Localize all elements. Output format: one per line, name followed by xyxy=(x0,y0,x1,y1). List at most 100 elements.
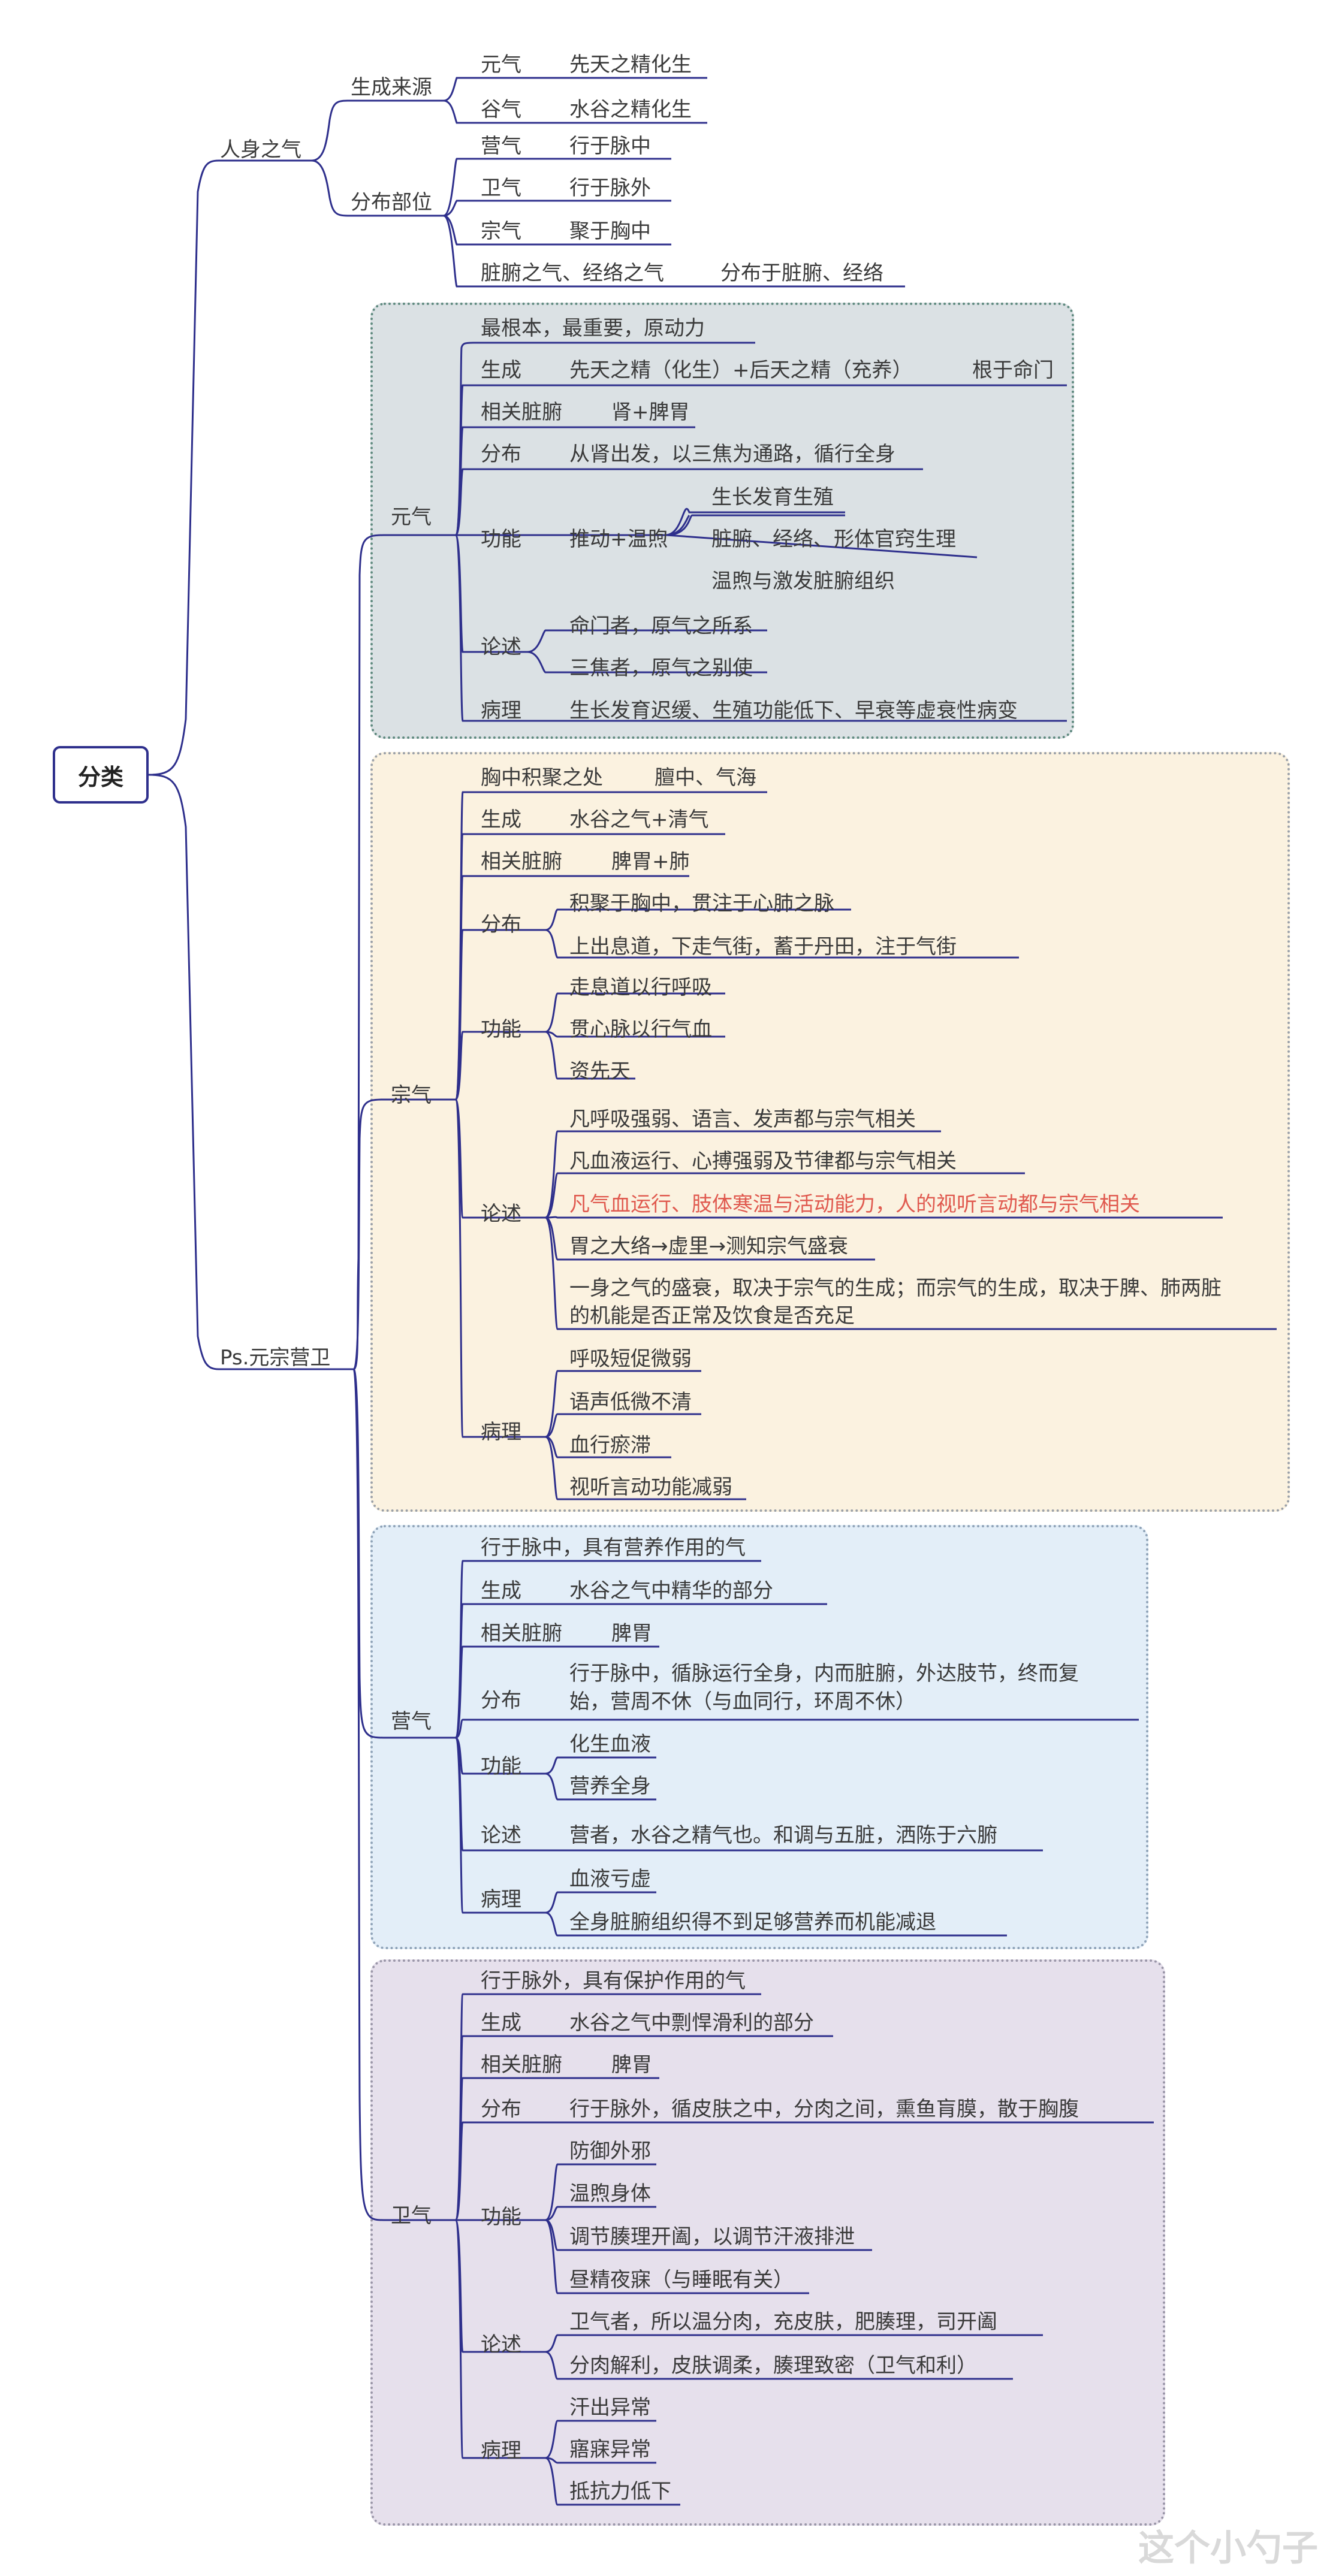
zongqi-gn-item: 资先天 xyxy=(569,1059,631,1083)
weiqi-bl-item: 抵抗力低下 xyxy=(569,2480,671,2503)
zongqi-bl-item: 呼吸短促微弱 xyxy=(569,1347,692,1371)
yuanqi-xg-key: 相关脏腑 xyxy=(481,400,562,424)
yingqi-node: 营气 xyxy=(391,1710,432,1734)
yuanqi-ls-key: 论述 xyxy=(481,635,521,659)
zongqi-ls-item: 凡血液运行、心搏强弱及节律都与宗气相关 xyxy=(569,1149,957,1173)
zongqi-sc-val: 水谷之气+清气 xyxy=(569,808,709,832)
yingqi-ls-key: 论述 xyxy=(481,1823,521,1847)
weiqi-gn-item: 温煦身体 xyxy=(569,2182,651,2206)
yuanqi-section xyxy=(370,303,1074,739)
yingqi-ls-val: 营者，水谷之精气也。和调与五脏，洒陈于六腑 xyxy=(569,1823,997,1847)
zongqi-gn-item: 走息道以行呼吸 xyxy=(569,976,712,999)
yingqi-fb-key: 分布 xyxy=(481,1689,521,1713)
zongqi-bl-item: 视听言动功能减弱 xyxy=(569,1475,732,1499)
yuanqi-gn-item: 生长发育生殖 xyxy=(711,485,834,509)
source-guqi-val: 水谷之精化生 xyxy=(569,98,692,122)
yingqi-sc-key: 生成 xyxy=(481,1579,521,1603)
yuanqi-fb-val: 从肾出发，以三焦为通路，循行全身 xyxy=(569,442,895,466)
zongqi-ls-item: 凡呼吸强弱、语言、发声都与宗气相关 xyxy=(569,1107,916,1131)
yingqi-bl-key: 病理 xyxy=(481,1888,521,1911)
yuanqi-sc-val: 先天之精（化生）+后天之精（充养） xyxy=(569,358,913,382)
weiqi-ls-item: 卫气者，所以温分肉，充皮肤，肥腠理，司开阖 xyxy=(569,2310,997,2334)
weiqi-ls-item: 分肉解利，皮肤调柔，腠理致密（卫气和利） xyxy=(569,2354,977,2378)
weiqi-ls-key: 论述 xyxy=(481,2333,521,2357)
yuanqi-fb-key: 分布 xyxy=(481,442,521,466)
yuanqi-xg-val: 肾+脾胃 xyxy=(611,400,690,424)
dist-zongqi-key: 宗气 xyxy=(481,219,521,243)
watermark: 这个小勺子 xyxy=(1138,2527,1318,2569)
yingqi-xg-key: 相关脏腑 xyxy=(481,1621,562,1645)
yuanqi-bl-key: 病理 xyxy=(481,699,521,723)
source-node: 生成来源 xyxy=(351,76,432,99)
yingqi-xg-val: 脾胃 xyxy=(611,1621,652,1645)
dist-zongqi-val: 聚于胸中 xyxy=(569,219,651,243)
weiqi-node: 卫气 xyxy=(391,2204,432,2228)
yuanqi-sc-key: 生成 xyxy=(481,358,521,382)
source-yuanqi-val: 先天之精化生 xyxy=(569,53,692,77)
yingqi-fb-val-2: 始，营周不休（与血同行，环周不休） xyxy=(569,1690,916,1714)
yingqi-section xyxy=(370,1525,1148,1949)
dist-node: 分布部位 xyxy=(351,191,432,215)
weiqi-gn-item: 调节腠理开阖，以调节汗液排泄 xyxy=(569,2225,855,2249)
weiqi-bl-item: 寤寐异常 xyxy=(569,2438,651,2462)
yuanqi-bl-val: 生长发育迟缓、生殖功能低下、早衰等虚衰性病变 xyxy=(569,699,1018,723)
yingqi-fb-val-1: 行于脉中，循脉运行全身，内而脏腑，外达肢节，终而复 xyxy=(569,1662,1079,1686)
zongqi-gn-item: 贯心脉以行气血 xyxy=(569,1017,712,1041)
yingqi-def: 行于脉中，具有营养作用的气 xyxy=(481,1536,746,1560)
zongqi-xg-val: 脾胃+肺 xyxy=(611,850,690,874)
yuanqi-ls-item: 命门者，原气之所系 xyxy=(569,614,753,638)
yingqi-sc-val: 水谷之气中精华的部分 xyxy=(569,1579,773,1603)
zongqi-bl-key: 病理 xyxy=(481,1420,521,1444)
dist-zangfu-val: 分布于脏腑、经络 xyxy=(720,261,883,285)
zongqi-fb-item: 上出息道，下走气街，蓄于丹田，注于气街 xyxy=(569,935,957,959)
zongqi-gn-key: 功能 xyxy=(481,1017,521,1041)
source-yuanqi-key: 元气 xyxy=(481,53,521,77)
zongqi-sc-key: 生成 xyxy=(481,808,521,832)
weiqi-sc-key: 生成 xyxy=(481,2011,521,2035)
yuanqi-gn-item: 脏腑、经络、形体官窍生理 xyxy=(711,527,956,551)
weiqi-fb-val: 行于脉外，循皮肤之中，分肉之间，熏鱼肓膜，散于胸腹 xyxy=(569,2097,1079,2121)
yingqi-gn-item: 化生血液 xyxy=(569,1732,651,1756)
zongqi-fb-key: 分布 xyxy=(481,913,521,937)
weiqi-section xyxy=(370,1959,1165,2526)
zongqi-node: 宗气 xyxy=(391,1083,432,1107)
yuanqi-gn-item: 温煦与激发脏腑组织 xyxy=(711,569,895,593)
yingqi-gn-item: 营养全身 xyxy=(569,1774,651,1798)
yingqi-gn-key: 功能 xyxy=(481,1754,521,1778)
weiqi-gn-key: 功能 xyxy=(481,2205,521,2229)
zongqi-bl-item: 血行瘀滞 xyxy=(569,1433,651,1457)
zongqi-ls-long-2: 的机能是否正常及饮食是否充足 xyxy=(569,1304,855,1328)
weiqi-xg-key: 相关脏腑 xyxy=(481,2053,562,2077)
dist-yingqi-key: 营气 xyxy=(481,134,521,158)
zongqi-ls-long-1: 一身之气的盛衰，取决于宗气的生成；而宗气的生成，取决于脾、肺两脏 xyxy=(569,1276,1222,1300)
yuanqi-gn-key: 功能 xyxy=(481,527,521,551)
yingqi-bl-item: 全身脏腑组织得不到足够营养而机能减退 xyxy=(569,1910,936,1934)
weiqi-xg-val: 脾胃 xyxy=(611,2053,652,2077)
dist-yingqi-val: 行于脉中 xyxy=(569,134,651,158)
weiqi-gn-item: 防御外邪 xyxy=(569,2139,651,2163)
weiqi-bl-key: 病理 xyxy=(481,2439,521,2463)
zongqi-def: 胸中积聚之处 xyxy=(481,766,603,790)
weiqi-def: 行于脉外，具有保护作用的气 xyxy=(481,1969,746,1993)
weiqi-bl-item: 汗出异常 xyxy=(569,2396,651,2420)
yuanqi-sc-val2: 根于命门 xyxy=(972,358,1054,382)
dist-weiqi-key: 卫气 xyxy=(481,176,521,200)
zongqi-ls-item: 胃之大络→虚里→测知宗气盛衰 xyxy=(569,1234,848,1258)
zongqi-ls-key: 论述 xyxy=(481,1202,521,1226)
weiqi-sc-val: 水谷之气中剽悍滑利的部分 xyxy=(569,2011,814,2035)
zongqi-def2: 膻中、气海 xyxy=(655,766,756,790)
zongqi-xg-key: 相关脏腑 xyxy=(481,850,562,874)
root-node: 分类 xyxy=(53,746,149,804)
weiqi-gn-item: 昼精夜寐（与睡眠有关） xyxy=(569,2268,794,2292)
renshen-node: 人身之气 xyxy=(220,138,301,162)
yuanqi-def: 最根本，最重要，原动力 xyxy=(481,316,705,340)
dist-zangfu-key: 脏腑之气、经络之气 xyxy=(481,261,664,285)
zongqi-fb-item: 积聚于胸中，贯注于心肺之脉 xyxy=(569,892,834,916)
yuanqi-gn-val: 推动+温煦 xyxy=(569,527,668,551)
yuanqi-ls-item: 三焦者，原气之别使 xyxy=(569,656,753,680)
yingqi-bl-item: 血液亏虚 xyxy=(569,1867,651,1891)
ps-node: Ps.元宗营卫 xyxy=(220,1346,331,1370)
weiqi-fb-key: 分布 xyxy=(481,2097,521,2121)
source-guqi-key: 谷气 xyxy=(481,98,521,122)
